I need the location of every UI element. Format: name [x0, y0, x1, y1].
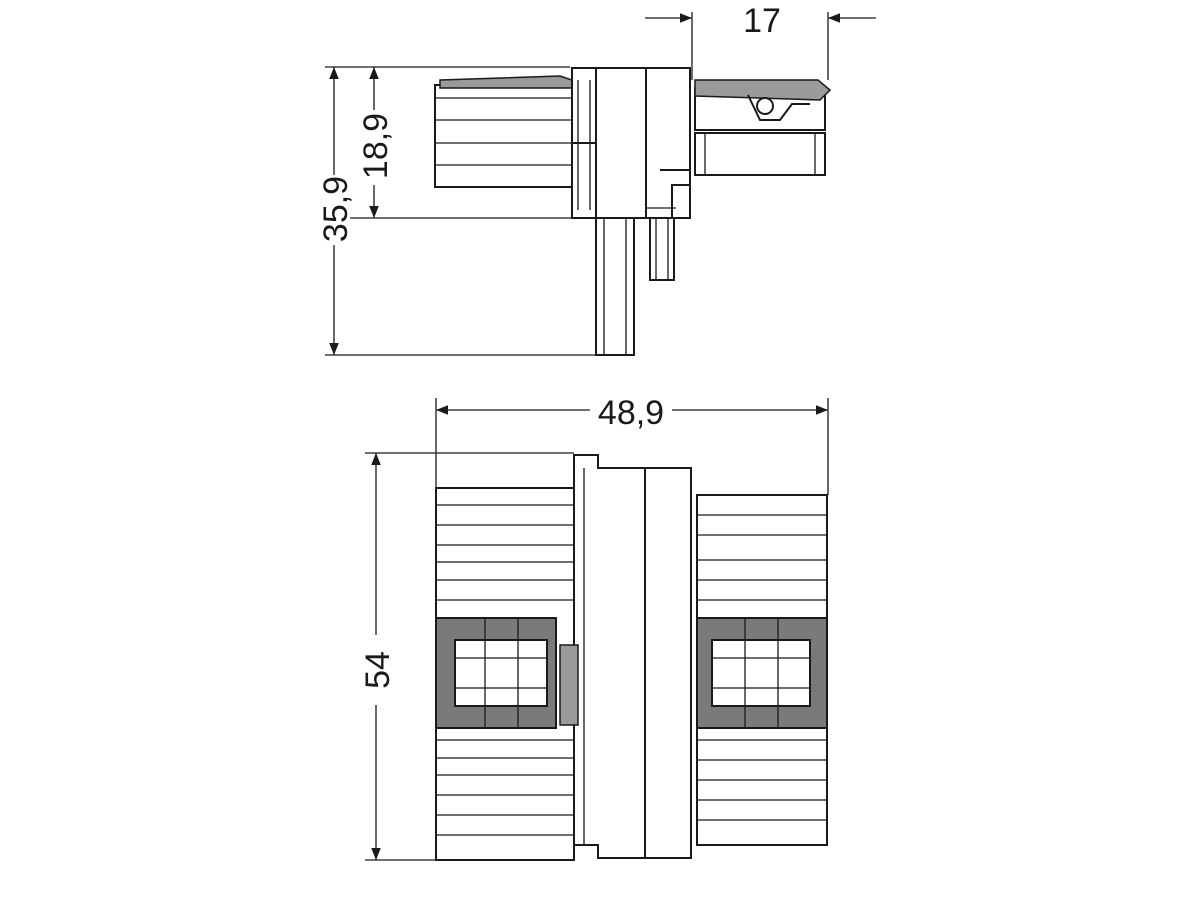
side-left-latch	[439, 75, 573, 89]
dim-width-label: 48,9	[598, 394, 664, 432]
top-right-latch-window	[711, 639, 811, 707]
side-center-body	[595, 67, 647, 219]
top-left-latch-window	[454, 639, 548, 707]
top-center-body	[644, 467, 692, 859]
dim-total-height-label: 35,9	[317, 176, 355, 242]
side-view: 17 18,9 35,9	[317, 2, 876, 356]
side-right-socket-lower	[694, 132, 826, 176]
side-pin-short	[649, 217, 675, 281]
dim-overhang-label: 17	[743, 2, 781, 40]
side-center-right	[645, 67, 691, 219]
dim-body-height-label: 18,9	[357, 113, 395, 179]
top-view: 48,9 54	[359, 394, 829, 861]
dim-height-label: 54	[359, 651, 397, 689]
top-center-frame	[573, 454, 646, 859]
side-right-latch-pivot	[756, 97, 774, 115]
side-left-plug	[434, 84, 576, 188]
side-right-latch	[694, 79, 832, 101]
top-center-key	[559, 644, 579, 726]
side-pin-long	[595, 217, 635, 356]
